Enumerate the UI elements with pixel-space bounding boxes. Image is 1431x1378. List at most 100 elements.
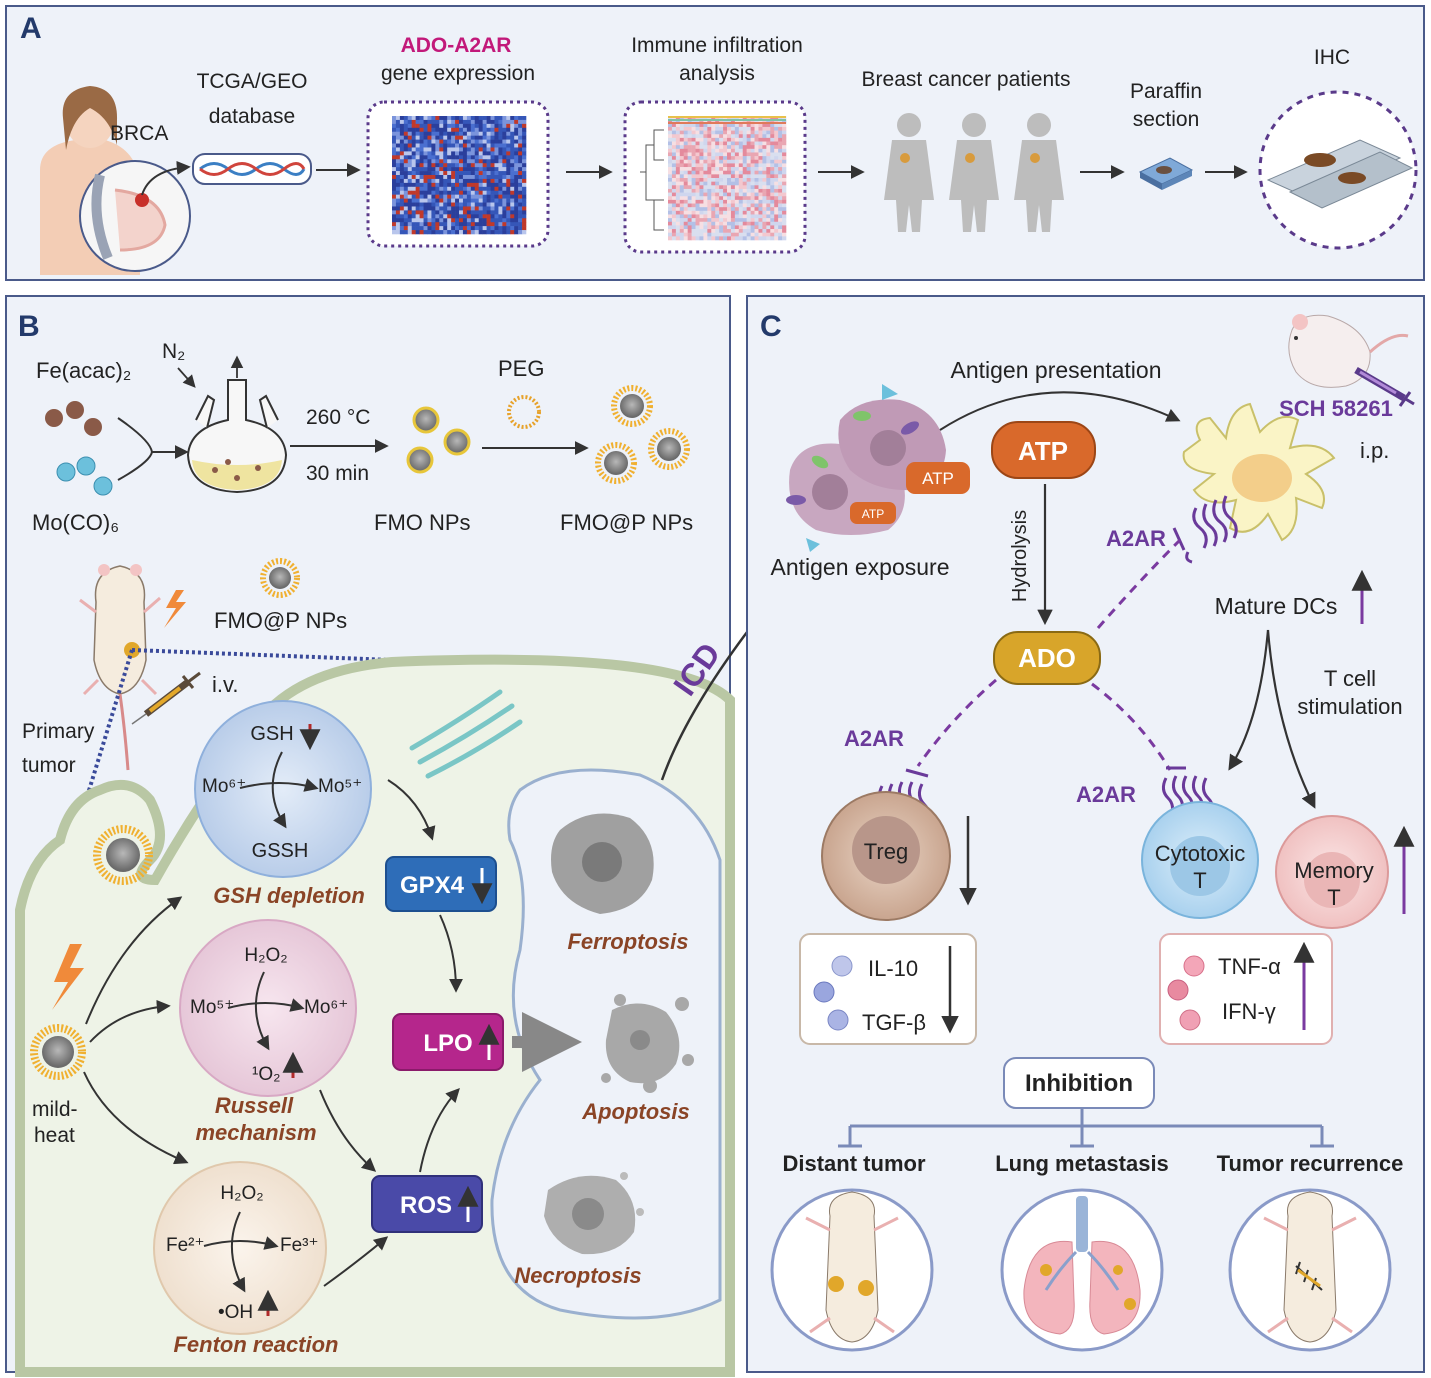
atp-small-badge: ATP	[850, 502, 896, 524]
cytotoxic-nucleus	[1170, 836, 1230, 896]
peg-icon	[507, 395, 541, 429]
mild-heat-line2: heat	[34, 1124, 75, 1147]
dc-to-memory-arrow	[1266, 629, 1316, 809]
gpx4-box: GPX4	[385, 856, 497, 912]
a2ar-treg-label: A2AR	[844, 726, 904, 751]
russell-label-line1: Russell	[215, 1093, 294, 1118]
mo6-b-label: Mo⁶⁺	[304, 997, 348, 1018]
cytotoxic-line2: T	[1193, 868, 1206, 893]
gpx4-to-lpo-arrow	[439, 914, 463, 993]
russell-reaction-arrow2	[254, 971, 270, 1051]
tnfa-label: TNF-α	[1218, 954, 1281, 979]
ros-label: ROS	[400, 1192, 452, 1219]
fenton-reaction-arrow2	[231, 1211, 246, 1293]
immune-label-line1: Immune infiltration	[631, 34, 803, 57]
paraffin-section-icon	[1138, 157, 1194, 190]
ado-to-ctl-inhibit	[1091, 682, 1172, 771]
il10-label: IL-10	[868, 956, 918, 981]
tcell-stim-line1: T cell	[1324, 666, 1376, 691]
peg-label: PEG	[498, 356, 544, 381]
panel-c-letter: C	[760, 310, 782, 343]
gene-expression-label: gene expression	[381, 62, 535, 85]
gsh-to-gpx4-arrow	[387, 779, 436, 841]
slide-icon	[1258, 90, 1418, 250]
ros-to-lpo-arrow	[419, 1087, 460, 1173]
fenton-label: Fenton reaction	[173, 1332, 338, 1357]
heatmap-icon	[366, 100, 550, 248]
nanoparticle-icon	[406, 406, 471, 474]
panel-a: A BRCA TCGA/GEO database ADO-A2AR gene e…	[5, 5, 1425, 281]
ros-box: ROS	[371, 1175, 483, 1233]
fe-precursor-icon	[45, 401, 102, 436]
ado-a2ar-label: ADO-A2AR	[401, 34, 512, 57]
hydrolysis-label: Hydrolysis	[1009, 510, 1031, 602]
patients-label: Breast cancer patients	[862, 68, 1071, 91]
panel-a-letter: A	[20, 12, 42, 45]
mild-heat-line1: mild-	[32, 1098, 78, 1121]
fe-acac-label: Fe(acac)₂	[36, 358, 131, 383]
nanoparticle-icon	[595, 385, 690, 484]
a2ar-treg-block-bar	[905, 768, 929, 778]
lightning-icon	[164, 590, 186, 628]
mouse-icon	[1228, 1188, 1392, 1352]
heat-arrow-fenton	[83, 1071, 189, 1165]
receptor-icon	[1185, 495, 1238, 564]
iv-label: i.v.	[212, 672, 238, 697]
flask-icon	[186, 379, 288, 494]
mo6-a-label: Mo⁶⁺	[202, 776, 246, 797]
inhibition-box: Inhibition	[1003, 1057, 1155, 1109]
russell-circle	[179, 919, 357, 1097]
panel-b-letter: B	[18, 310, 40, 343]
atp-small1-label: ATP	[922, 469, 954, 488]
immune-label-line2: analysis	[679, 62, 755, 85]
ferroptosis-label: Ferroptosis	[567, 929, 688, 954]
paraffin-label-line2: section	[1133, 108, 1200, 131]
fe3-label: Fe³⁺	[280, 1235, 319, 1256]
treg-label: Treg	[864, 839, 908, 864]
h2o2-b-label: H₂O₂	[220, 1183, 263, 1204]
fe2-label: Fe²⁺	[166, 1235, 205, 1256]
fmo-nps-label: FMO NPs	[374, 510, 471, 535]
mouse-icon	[1288, 314, 1409, 388]
inhibition-label: Inhibition	[1025, 1070, 1133, 1097]
inhibition-tree	[838, 1108, 1334, 1148]
distant-tumor-label: Distant tumor	[783, 1151, 926, 1176]
ip-label: i.p.	[1360, 438, 1389, 463]
a2ar-dc-block-bar	[1172, 527, 1186, 551]
atp-label: ATP	[1018, 436, 1068, 466]
memory-line1: Memory	[1294, 858, 1373, 883]
russell-to-ros-arrow	[319, 1089, 377, 1172]
mo5-a-label: Mo⁵⁺	[318, 776, 362, 797]
nanoparticle-icon	[30, 1024, 86, 1080]
zoom-line-top	[131, 648, 393, 662]
tumor-recurrence-label: Tumor recurrence	[1217, 1151, 1404, 1176]
atp-small-badge: ATP	[906, 462, 970, 494]
sch-label: SCH 58261	[1279, 396, 1393, 421]
syringe-icon	[131, 671, 201, 725]
mouse-icon	[770, 1188, 934, 1352]
gpx4-label: GPX4	[400, 872, 465, 899]
a2ar-ctl-label: A2AR	[1076, 782, 1136, 807]
ifng-label: IFN-γ	[1222, 999, 1276, 1024]
oh-label: •OH	[218, 1302, 253, 1323]
gsh-reaction-arrow2	[271, 751, 287, 829]
russell-reaction-arrow	[227, 998, 305, 1012]
breast-icon	[79, 160, 191, 272]
dying-cell-icon	[544, 1172, 644, 1255]
patient-icon	[884, 113, 934, 232]
lightning-icon	[52, 944, 84, 1010]
cytokine-box-t: TNF-α IFN-γ	[1159, 933, 1333, 1045]
brca-label: BRCA	[110, 122, 168, 145]
gsh-depletion-label: GSH depletion	[213, 883, 365, 908]
apoptosis-label: Apoptosis	[581, 1099, 690, 1124]
golgi-icon	[409, 689, 523, 779]
mo-co-label: Mo(CO)₆	[32, 510, 119, 535]
n2-label: N₂	[162, 340, 185, 363]
nanoparticle-icon	[93, 825, 153, 885]
fmo-p-nps-label: FMO@P NPs	[560, 510, 693, 535]
heatmap-icon	[623, 100, 807, 254]
gsh-label: GSH	[250, 723, 293, 745]
time-label: 30 min	[306, 462, 369, 485]
ado-box: ADO	[993, 631, 1101, 685]
